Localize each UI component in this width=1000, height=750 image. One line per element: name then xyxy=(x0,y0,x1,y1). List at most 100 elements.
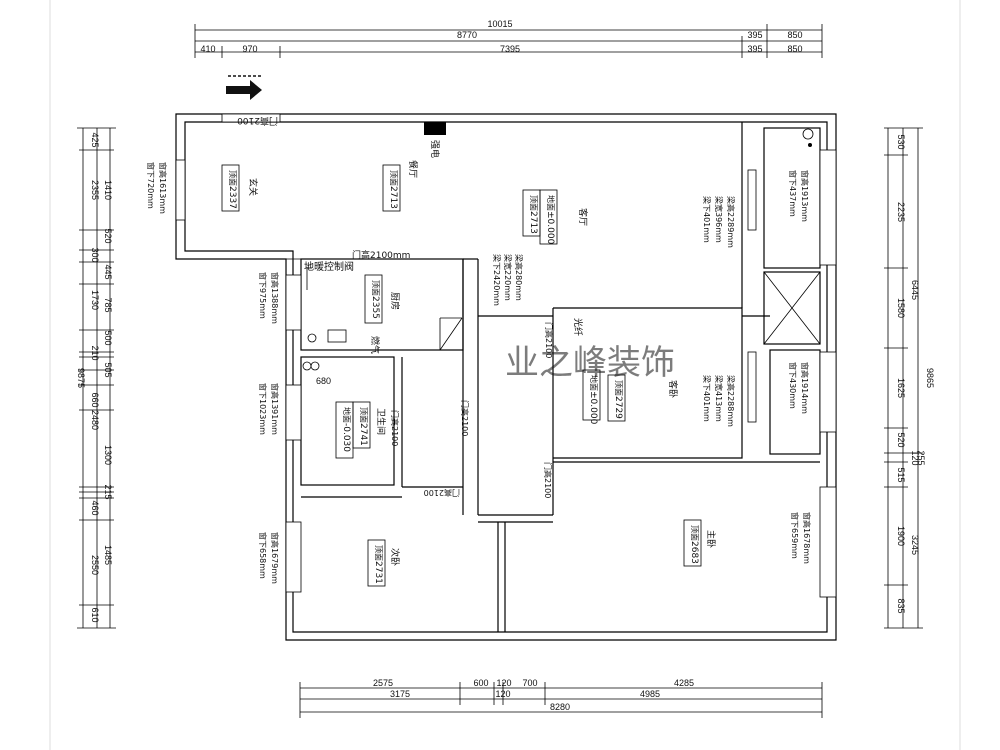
living-name: 客厅 xyxy=(577,208,589,226)
gas-label: 燃气 xyxy=(369,336,381,354)
left-dim-3: 300 xyxy=(90,247,100,262)
right-dim-520: 520 xyxy=(896,432,906,447)
guest-ceiling-label: 顶面 xyxy=(614,380,623,396)
right-total-dim: 9865 xyxy=(925,368,935,388)
top-dim-850b: 850 xyxy=(787,44,802,54)
dining-name: 餐厅 xyxy=(407,160,419,178)
right-dim-1625: 1625 xyxy=(896,378,906,398)
left-inner-8: 215 xyxy=(103,484,113,499)
dining-ceiling-value: 2713 xyxy=(388,186,398,209)
living-beam-2: 梁宽396mm xyxy=(714,196,724,243)
windows xyxy=(175,113,837,598)
right-small-255: 255 xyxy=(916,450,926,465)
interior-walls xyxy=(185,122,821,632)
top-dim-850a: 850 xyxy=(787,30,802,40)
top-total-dim: 10015 xyxy=(487,19,512,29)
kitchen-name: 厨房 xyxy=(389,292,401,310)
heating-valve-label: 地暖控制阀 xyxy=(304,260,354,273)
door-v2-label: 门高2100 xyxy=(460,400,470,436)
living-floor-label: 地面 xyxy=(546,195,556,211)
master-ceiling-value: 2683 xyxy=(689,541,699,564)
bottom-dim-600: 600 xyxy=(473,678,488,688)
bottom-dim-120a: 120 xyxy=(496,678,511,688)
balcony-mid-window-sill: 窗下430mm xyxy=(788,362,798,409)
entry-name: 玄关 xyxy=(247,178,259,196)
bath-floor-value: -0.030 xyxy=(341,423,351,452)
right-dim-530: 530 xyxy=(896,134,906,149)
guest-beam-1: 梁高2288mm xyxy=(726,375,736,427)
kitchen-window-sill: 窗下975mm xyxy=(258,272,268,319)
left-inner-5: 500 xyxy=(103,330,113,345)
fixtures xyxy=(302,122,814,371)
guest-name: 客卧 xyxy=(667,380,679,398)
center-beam-1: 梁高280mm xyxy=(514,254,524,301)
right-dim-1580: 1580 xyxy=(896,298,906,318)
bottom-dim-4985: 4985 xyxy=(640,689,660,699)
kitchen-ceiling-value: 2355 xyxy=(370,296,380,319)
bath-name: 卫生间 xyxy=(375,408,387,435)
entry-arrow-icon xyxy=(226,75,262,100)
small-dim-680: 680 xyxy=(316,376,331,386)
watermark-text: 业之峰装饰 xyxy=(505,343,675,383)
bath-floor-label: 地面 xyxy=(342,407,352,423)
right-dim-1900: 1900 xyxy=(896,526,906,546)
second-window-height: 窗高1679mm xyxy=(270,532,280,584)
left-dim-2: 2355 xyxy=(90,180,100,200)
dining-ceiling-label: 顶面 xyxy=(389,170,398,186)
master-name: 主卧 xyxy=(705,530,717,548)
right-dimension-lines: 530 2235 1580 1625 520 1900 835 6445 324… xyxy=(884,127,935,629)
right-dim-3245: 3245 xyxy=(910,535,920,555)
center-beam-2: 梁宽220mm xyxy=(503,254,513,301)
entry-window-sill: 窗下720mm xyxy=(146,162,156,209)
right-dim-835: 835 xyxy=(896,598,906,613)
living-floor-value: ±0.000 xyxy=(545,211,555,245)
left-inner-4: 785 xyxy=(103,297,113,312)
left-dim-7: 2480 xyxy=(90,410,100,430)
top-dimension-lines: 10015 8770 395 850 410 970 7395 395 850 xyxy=(194,19,823,58)
kitchen-window-height: 窗高1388mm xyxy=(270,272,280,324)
top-dim-970: 970 xyxy=(242,44,257,54)
bottom-dim-3175: 3175 xyxy=(390,689,410,699)
left-dim-9: 2550 xyxy=(90,555,100,575)
second-ceiling-label: 顶面 xyxy=(374,545,383,561)
bottom-dim-120b: 120 xyxy=(495,689,510,699)
beam-notes: 梁高2289mm 梁宽396mm 梁下401mm 梁高280mm 梁宽220mm… xyxy=(492,196,736,427)
guest-floor-label: 地面 xyxy=(589,375,599,391)
left-dimension-lines: 9875 425 2355 300 1730 210 660 2480 460 … xyxy=(76,127,116,629)
right-dim-2235: 2235 xyxy=(896,202,906,222)
right-dim-6445: 6445 xyxy=(910,280,920,300)
entry-ceiling-label: 顶面 xyxy=(228,170,237,186)
living-ceiling-label: 顶面 xyxy=(529,195,538,211)
electric-box-label: 强电 xyxy=(429,140,441,158)
left-dim-6: 660 xyxy=(90,392,100,407)
bottom-dim-700: 700 xyxy=(522,678,537,688)
living-ceiling-value: 2713 xyxy=(528,211,538,234)
bottom-dim-2575: 2575 xyxy=(373,678,393,688)
bath-window-sill: 窗下1023mm xyxy=(258,383,268,435)
living-beam-3: 梁下401mm xyxy=(702,196,711,243)
left-inner-2: 520 xyxy=(103,228,113,243)
guest-floor-value: ±0.000 xyxy=(588,391,598,425)
door-bottom-label: 门高2100 xyxy=(424,488,460,498)
left-dim-5: 210 xyxy=(90,345,100,360)
living-beam-1: 梁高2289mm xyxy=(726,196,736,248)
second-name: 次卧 xyxy=(389,548,401,566)
room-names: 玄关 餐厅 客厅 厨房 卫生间 客卧 次卧 主卧 xyxy=(247,160,717,566)
ceiling-labels: 顶面 2337 顶面 2713 顶面 2713 地面 ±0.000 顶面 235… xyxy=(221,164,702,587)
bath-ceiling-label: 顶面 xyxy=(359,407,368,423)
center-beam-3: 梁下2420mm xyxy=(492,254,501,306)
guest-beam-3: 梁下401mm xyxy=(702,375,711,422)
top-dim-7395: 7395 xyxy=(500,44,520,54)
master-window-sill: 窗下659mm xyxy=(790,512,800,559)
top-dim-395a: 395 xyxy=(747,30,762,40)
left-inner-7: 1300 xyxy=(103,445,113,465)
door-bath-v-label: 门高2100 xyxy=(390,410,400,446)
second-window-sill: 窗下658mm xyxy=(258,532,268,579)
left-inner-3: 445 xyxy=(103,264,113,279)
left-total-dim: 9875 xyxy=(76,368,86,388)
left-dim-10: 610 xyxy=(90,607,100,622)
left-dim-8: 460 xyxy=(90,500,100,515)
door-labels: 门高2100 门高2100mm 门高2100 门高2100 门高2100 门高2… xyxy=(237,115,584,498)
fiber-label: 光纤 xyxy=(572,318,584,336)
